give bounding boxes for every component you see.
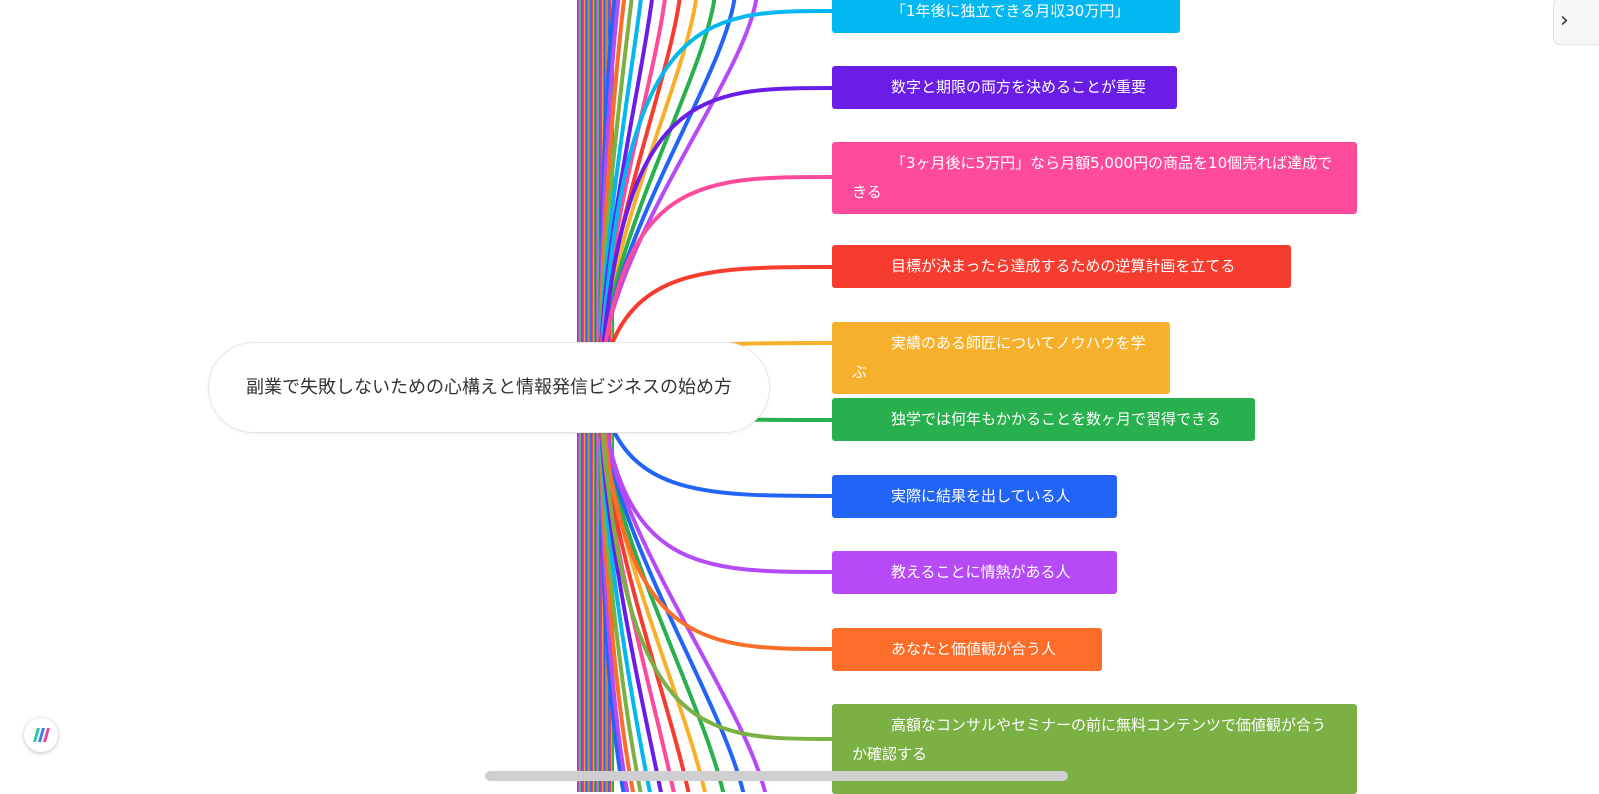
app-logo-icon [33,728,50,742]
topic-text: 「3ヶ月後に5万円」なら月額5,000円の商品を10個売れば達成できる [852,154,1333,201]
topic-node[interactable]: 数字と期限の両方を決めることが重要 [832,66,1177,109]
topic-text: あなたと価値観が合う人 [891,640,1057,658]
topic-node[interactable]: 高額なコンサルやセミナーの前に無料コンテンツで価値観が合うか確認する [832,704,1357,794]
root-topic-text: 副業で失敗しないための心構えと情報発信ビジネスの始め方 [246,377,732,398]
topic-text: 実績のある師匠についてノウハウを学ぶ [852,334,1146,381]
branch-connector [598,387,833,574]
topic-node[interactable]: 実績のある師匠についてノウハウを学ぶ [832,322,1170,394]
topic-text: 「1年後に独立できる月収30万円」 [891,2,1130,20]
topic-text: 目標が決まったら達成するための逆算計画を立てる [891,257,1236,275]
branch-connector [598,86,833,389]
topic-node[interactable]: あなたと価値観が合う人 [832,628,1102,671]
topic-node[interactable]: 「1年後に独立できる月収30万円」 [832,0,1180,33]
root-topic-node[interactable]: 副業で失敗しないための心構えと情報発信ビジネスの始め方 [208,342,770,433]
branch-connector [598,387,833,651]
branch-connector [598,175,833,389]
topic-text: 独学では何年もかかることを数ヶ月で習得できる [891,410,1221,428]
branch-connector [598,9,833,389]
topic-text: 高額なコンサルやセミナーの前に無料コンテンツで価値観が合うか確認する [852,716,1327,763]
topic-node[interactable]: 「3ヶ月後に5万円」なら月額5,000円の商品を10個売れば達成できる [832,142,1357,214]
topic-node[interactable]: 教えることに情熱がある人 [832,551,1117,594]
chevron-right-icon: › [1560,8,1569,33]
branch-connector [598,387,833,741]
topic-text: 実際に結果を出している人 [891,487,1071,505]
topic-text: 教えることに情熱がある人 [891,563,1071,581]
topic-text: 数字と期限の両方を決めることが重要 [891,78,1147,96]
app-logo-button[interactable] [24,718,58,752]
topic-node[interactable]: 独学では何年もかかることを数ヶ月で習得できる [832,398,1255,441]
topic-node[interactable]: 目標が決まったら達成するための逆算計画を立てる [832,245,1291,288]
topic-node[interactable]: 実際に結果を出している人 [832,475,1117,518]
panel-toggle-button[interactable]: › [1553,0,1599,45]
horizontal-scrollbar[interactable] [485,771,1068,781]
